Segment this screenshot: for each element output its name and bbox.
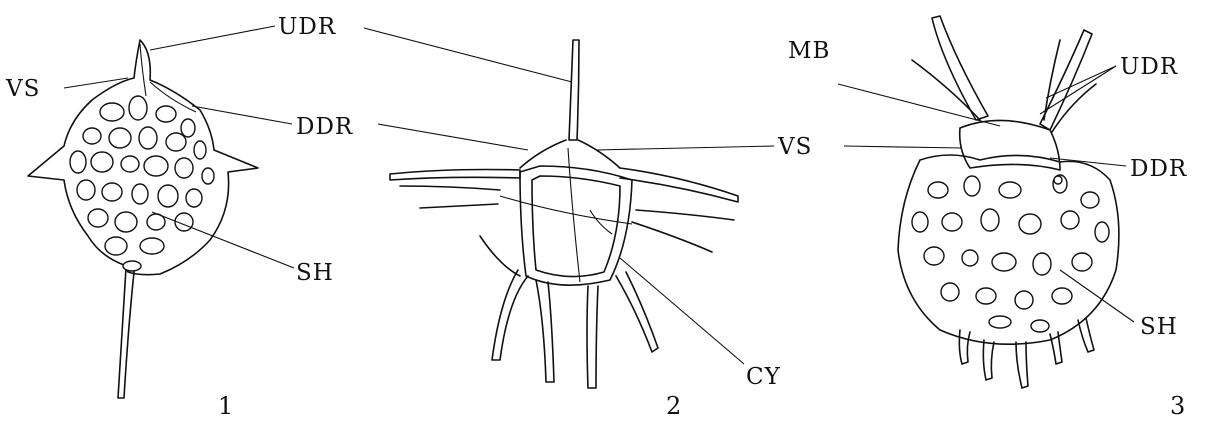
specimen-2-drawing bbox=[390, 40, 738, 388]
specimen-3-drawing bbox=[898, 16, 1119, 388]
label-udr-3: UDR bbox=[1120, 54, 1178, 80]
label-cy-2: CY bbox=[746, 364, 781, 390]
label-ddr-1: DDR bbox=[296, 114, 353, 140]
figure-numbers: 1 2 3 bbox=[218, 392, 1185, 420]
figure-number-1: 1 bbox=[218, 392, 233, 420]
label-vs-1: VS bbox=[5, 76, 40, 102]
label-vs-2: VS bbox=[777, 134, 812, 160]
label-mb-3: MB bbox=[788, 38, 830, 64]
figure-number-2: 2 bbox=[666, 392, 681, 420]
label-udr-1: UDR bbox=[278, 14, 336, 40]
label-sh-1: SH bbox=[296, 260, 334, 286]
specimen-1-drawing bbox=[28, 40, 258, 398]
label-ddr-3: DDR bbox=[1130, 156, 1187, 182]
figure-number-3: 3 bbox=[1170, 392, 1185, 420]
label-sh-3: SH bbox=[1140, 314, 1178, 340]
